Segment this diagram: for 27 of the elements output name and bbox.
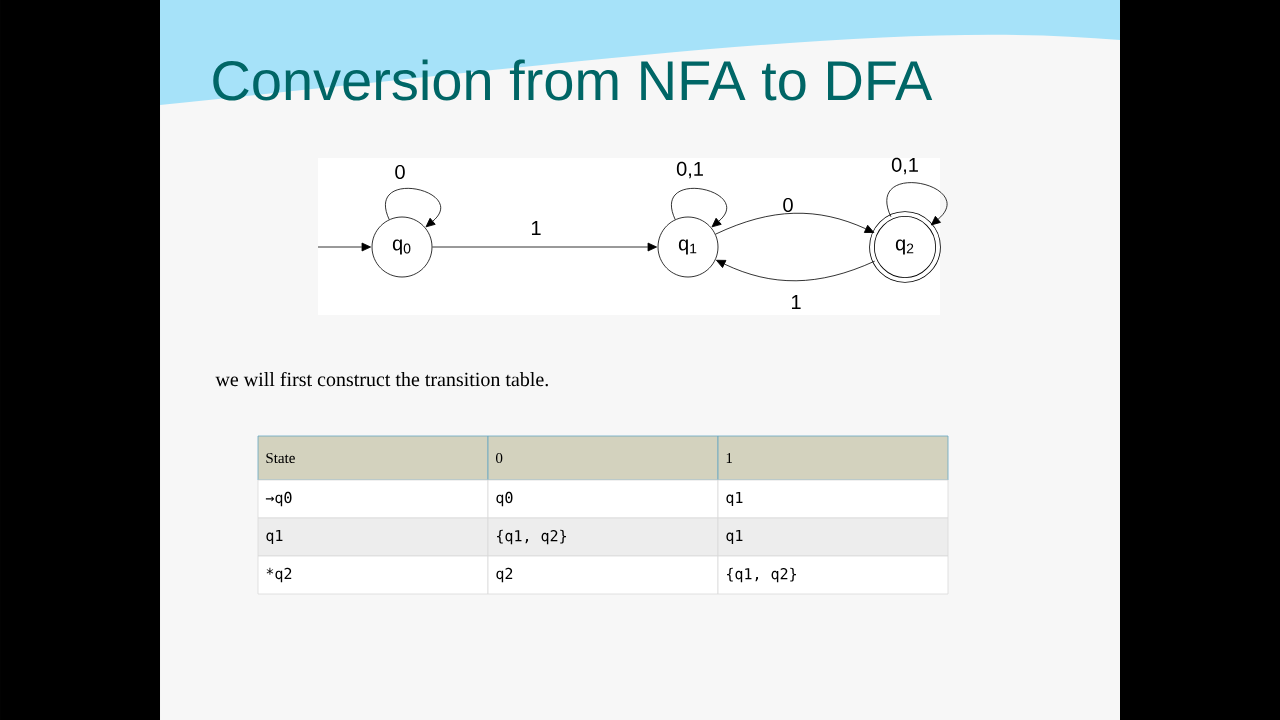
self-loop-arrow: [385, 187, 442, 228]
self-loop-arrow: [886, 182, 948, 226]
edge-label: 0: [395, 164, 405, 180]
table-cell: {q1, q2}: [487, 517, 719, 557]
table-cell: q1: [717, 517, 949, 557]
table-cell: q1: [257, 517, 489, 557]
arrow: [432, 242, 658, 252]
table-cell: {q1, q2}: [717, 555, 949, 595]
edge-label: 0,1: [891, 157, 918, 175]
header-cell: State: [257, 435, 489, 481]
edge-label: 1: [792, 295, 801, 309]
table-cell: q2: [487, 555, 719, 595]
table-cell: →q0: [257, 479, 489, 519]
curved-arrow: [715, 212, 875, 235]
header-cell: 1: [717, 435, 949, 481]
self-loop-arrow: [671, 187, 728, 228]
table-cell: q1: [717, 479, 949, 519]
table-cell: *q2: [257, 555, 489, 595]
header-cell: 0: [487, 435, 719, 481]
sentence: we will first construct the transition table.: [215, 371, 548, 387]
edge-label: 0: [783, 197, 793, 213]
table-cell: q0: [487, 479, 719, 519]
curved-arrow: [716, 259, 876, 282]
start-arrow: [317, 242, 372, 252]
edge-label: 0,1: [676, 161, 703, 179]
edge-label: 1: [532, 221, 541, 235]
title: Conversion from NFA to DFA: [213, 59, 933, 101]
